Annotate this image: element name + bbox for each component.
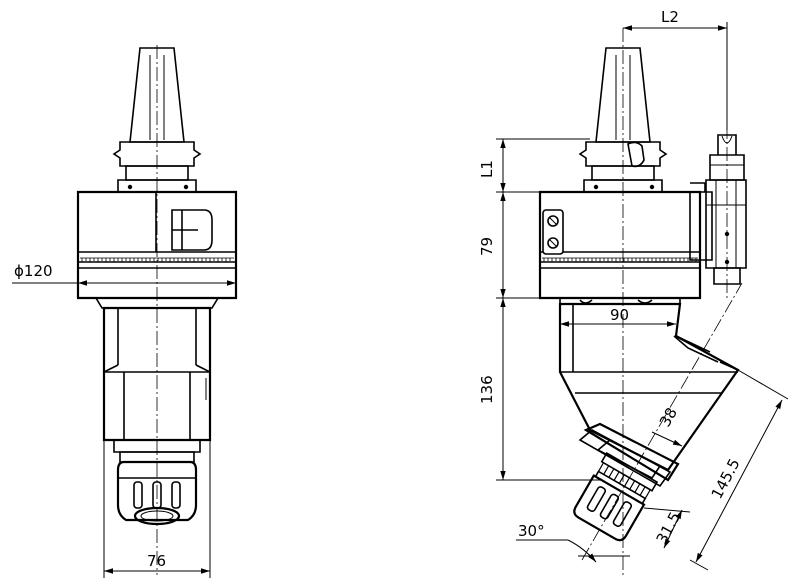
front-flange	[112, 141, 202, 167]
l1-label: L1	[478, 160, 496, 178]
front-collet-bore	[133, 506, 181, 526]
diameter-label: ϕ120	[14, 262, 53, 280]
height-136-label: 136	[478, 375, 496, 404]
angle-label: 30°	[518, 522, 545, 540]
side-flange	[578, 141, 668, 167]
length-145-dim-line	[695, 399, 783, 563]
side-view: L2 L1 79 136 90 38 145.5 31.5 30°	[478, 8, 789, 575]
side-scale	[542, 257, 698, 262]
width-76-label: 76	[147, 552, 166, 570]
front-collet-nut	[116, 460, 198, 522]
side-angled-centerline	[581, 282, 743, 561]
side-body	[538, 190, 702, 300]
front-scale	[80, 257, 234, 262]
height-79-label: 79	[478, 237, 496, 256]
length-31-dim-line	[663, 509, 683, 549]
side-angled-head	[558, 302, 740, 472]
side-spindle-ring	[583, 422, 680, 482]
front-view: ϕ120 76	[12, 45, 238, 578]
angle-arc	[567, 539, 597, 563]
side-collet-nut	[573, 451, 659, 542]
side-locator-pin	[709, 154, 745, 181]
width-90-label: 90	[610, 306, 629, 324]
length-145-label: 145.5	[708, 456, 744, 502]
l2-label: L2	[661, 8, 679, 26]
